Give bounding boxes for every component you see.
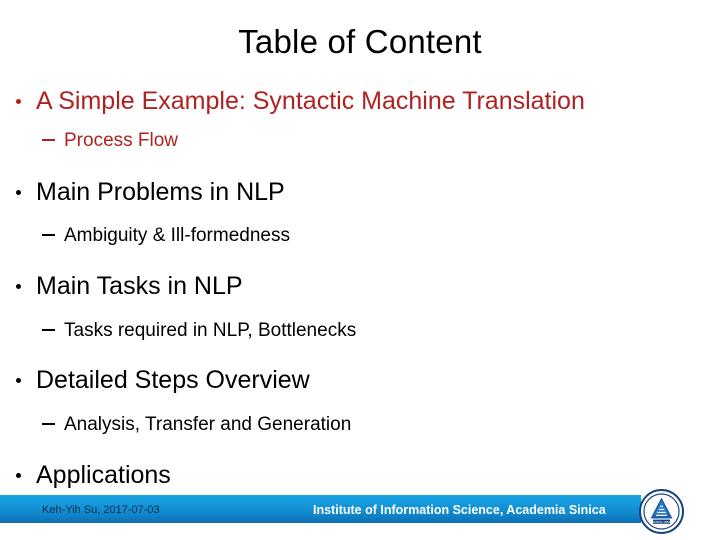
outline-item-level2[interactable]: Ambiguity & Ill-formedness [0, 223, 720, 256]
outline-item-level1[interactable]: Applications [0, 458, 720, 496]
outline-item-label: Process Flow [64, 130, 179, 151]
outline-body: A Simple Example: Syntactic Machine Tran… [0, 84, 720, 496]
bullet-dot-icon [16, 378, 21, 383]
outline-item-label: Applications [36, 461, 171, 489]
bullet-dot-icon [16, 99, 21, 104]
academia-sinica-logo-icon: SINCE 1982 [639, 489, 684, 534]
outline-item-level1[interactable]: A Simple Example: Syntactic Machine Tran… [0, 84, 720, 122]
footer-bar [0, 495, 641, 523]
outline-item-level2[interactable]: Tasks required in NLP, Bottlenecks [0, 318, 720, 351]
page-title: Table of Content [238, 23, 482, 60]
outline-item-level2[interactable]: Process Flow [0, 128, 720, 161]
outline-item-level1[interactable]: Main Problems in NLP [0, 175, 720, 213]
outline-item-label: A Simple Example: Syntactic Machine Tran… [36, 87, 585, 115]
bullet-dash-icon [42, 139, 55, 141]
bullet-dot-icon [16, 190, 21, 195]
outline-item-level1[interactable]: Detailed Steps Overview [0, 363, 720, 401]
outline-item-label: Analysis, Transfer and Generation [64, 414, 352, 435]
outline-item-label: Main Problems in NLP [36, 178, 285, 206]
footer-author-date: Keh-Yih Su, 2017-07-03 [42, 504, 160, 516]
outline-item-label: Tasks required in NLP, Bottlenecks [64, 320, 357, 341]
outline-item-label: Detailed Steps Overview [36, 366, 310, 394]
footer-institute-name: Institute of Information Science, Academ… [313, 503, 606, 517]
bullet-dot-icon [16, 473, 21, 478]
outline-item-level2[interactable]: Analysis, Transfer and Generation [0, 412, 720, 445]
outline-item-label: Main Tasks in NLP [36, 272, 243, 300]
bullet-dash-icon [42, 423, 55, 425]
outline-item-level1[interactable]: Main Tasks in NLP [0, 269, 720, 307]
bullet-dash-icon [42, 234, 55, 236]
bullet-dash-icon [42, 329, 55, 331]
bullet-dot-icon [16, 284, 21, 289]
outline-item-label: Ambiguity & Ill-formedness [64, 225, 290, 246]
logo-motto-text: SINCE 1982 [653, 520, 670, 524]
